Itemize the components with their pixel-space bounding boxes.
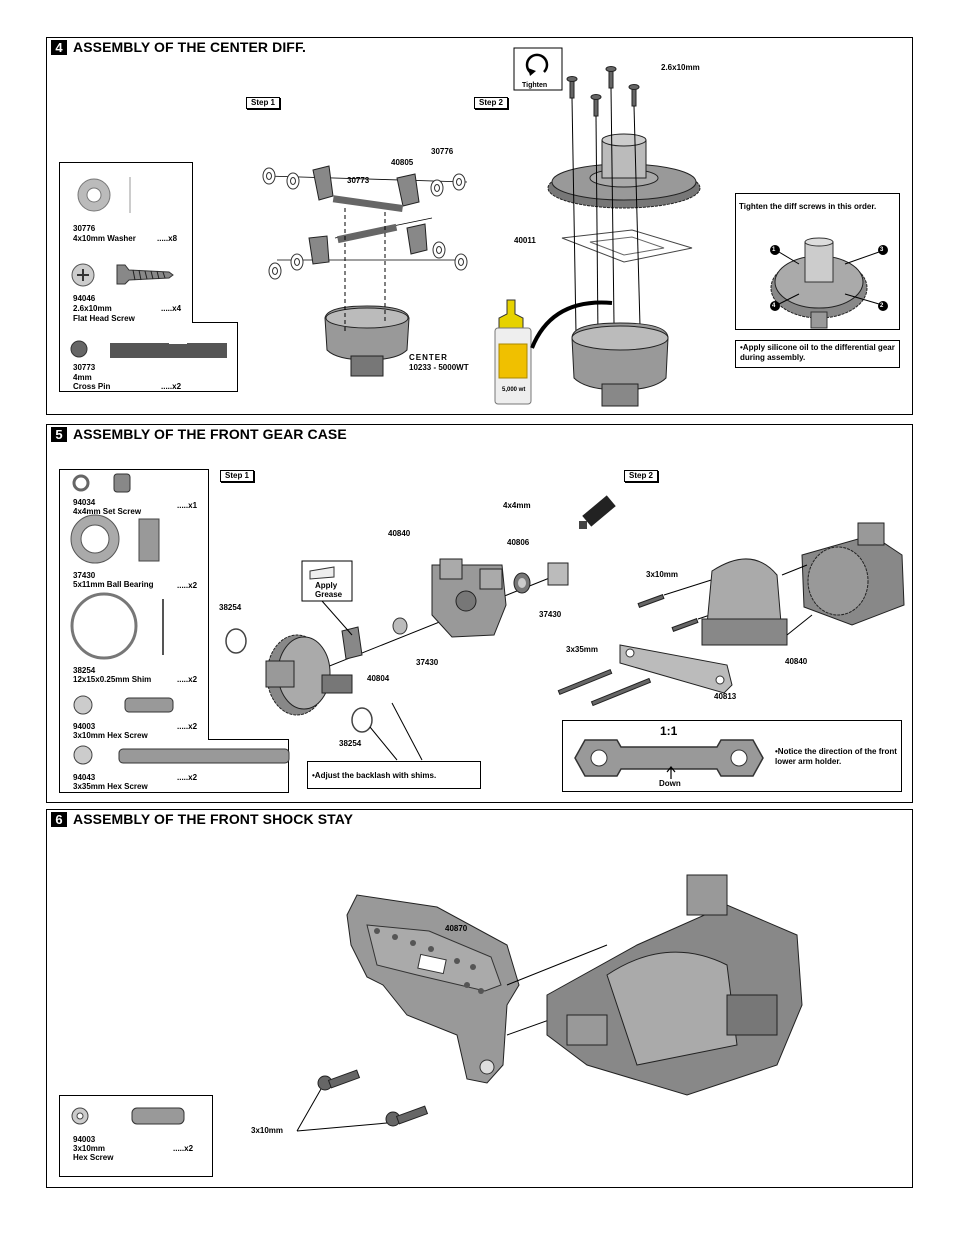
section-title: ASSEMBLY OF THE FRONT GEAR CASE bbox=[73, 426, 347, 442]
oil-note: •Apply silicone oil to the differential … bbox=[740, 343, 895, 362]
tighten-order-note: Tighten the diff screws in this order. bbox=[739, 202, 877, 211]
part-name-pin-2: Cross Pin bbox=[73, 382, 111, 391]
label-37430: 37430 bbox=[416, 658, 439, 667]
direction-note: •Notice the direction of the front lower… bbox=[775, 747, 897, 766]
label-40813: 40813 bbox=[714, 692, 737, 701]
part-code-94003: 94003 bbox=[73, 1135, 96, 1144]
part-code-37430: 37430 bbox=[73, 571, 96, 580]
part-qty: .....x8 bbox=[157, 234, 178, 243]
part-qty: .....x2 bbox=[177, 722, 198, 731]
scale-label: 1:1 bbox=[660, 724, 678, 738]
part-name-size: 3x10mm bbox=[73, 1144, 106, 1153]
part-code-38254: 38254 bbox=[73, 666, 96, 675]
part-name-screw: 2.6x10mm bbox=[73, 304, 112, 313]
label-38254: 38254 bbox=[339, 739, 362, 748]
label-center: CENTER bbox=[409, 353, 448, 362]
arm-holder-profile bbox=[574, 739, 764, 777]
label-30776: 30776 bbox=[431, 147, 454, 156]
label-40804: 40804 bbox=[367, 674, 390, 683]
part-code-30776: 30776 bbox=[73, 224, 96, 233]
part-name-long-screw: 3x35mm Hex Screw bbox=[73, 782, 148, 791]
diff-exploded-illustration bbox=[262, 165, 468, 377]
part-qty: .....x2 bbox=[177, 675, 198, 684]
label-40011: 40011 bbox=[514, 236, 536, 245]
section-front-gear-case: 5 ASSEMBLY OF THE FRONT GEAR CASE Step 1… bbox=[46, 424, 913, 803]
part-qty: .....x2 bbox=[161, 382, 182, 391]
label-3x10mm: 3x10mm bbox=[251, 1126, 284, 1135]
part-name-shim: 12x15x0.25mm Shim bbox=[73, 675, 152, 684]
part-code-30773: 30773 bbox=[73, 363, 96, 372]
label-40806: 40806 bbox=[507, 538, 530, 547]
tighten-label: Tighten bbox=[522, 82, 548, 89]
part-qty: .....x2 bbox=[173, 1144, 194, 1153]
backlash-note: •Adjust the backlash with shims. bbox=[312, 771, 437, 780]
part-code-94046: 94046 bbox=[73, 294, 96, 303]
section-title: ASSEMBLY OF THE FRONT SHOCK STAY bbox=[73, 811, 354, 827]
parts-box-outline bbox=[59, 469, 290, 793]
spur-gear-assembly bbox=[513, 47, 701, 407]
section-center-diff: 4 ASSEMBLY OF THE CENTER DIFF. Step 1 St… bbox=[46, 37, 913, 415]
gear-case-assembly-illustration bbox=[557, 522, 905, 707]
part-name-bearing: 5x11mm Ball Bearing bbox=[73, 580, 154, 589]
shock-stay-illustration bbox=[296, 874, 803, 1132]
part-name-set-screw: 4x4mm Set Screw bbox=[73, 507, 142, 516]
hex-screw-icon bbox=[71, 1107, 185, 1125]
down-arrow-icon bbox=[666, 766, 676, 779]
section-title: ASSEMBLY OF THE CENTER DIFF. bbox=[73, 39, 307, 55]
step-2-label: Step 2 bbox=[624, 470, 659, 482]
parts-box: 94003 3x10mm Hex Screw .....x2 bbox=[59, 1095, 213, 1177]
part-code-94034: 94034 bbox=[73, 498, 96, 507]
apply-label: Apply bbox=[315, 581, 338, 590]
backlash-note-box: •Adjust the backlash with shims. bbox=[307, 761, 481, 789]
label-40805: 40805 bbox=[391, 158, 414, 167]
part-qty: .....x4 bbox=[161, 304, 182, 313]
section-number: 5 bbox=[51, 427, 67, 442]
label-set-screw: 4x4mm bbox=[503, 501, 531, 510]
bottle-label: 5,000 wt bbox=[502, 387, 526, 393]
label-40840: 40840 bbox=[785, 657, 808, 666]
gear-case-exploded-illustration bbox=[225, 495, 616, 761]
label-40840: 40840 bbox=[388, 529, 411, 538]
tighten-order-gear bbox=[770, 237, 888, 329]
grease-label: Grease bbox=[315, 590, 343, 599]
label-30773: 30773 bbox=[347, 176, 370, 185]
part-name-hex-screw: Hex Screw bbox=[73, 1153, 114, 1162]
oil-bottle bbox=[494, 299, 532, 405]
down-label: Down bbox=[659, 779, 681, 788]
step-2-label: Step 2 bbox=[474, 97, 509, 109]
label-oil-weight: 10233 - 5000WT bbox=[409, 363, 469, 372]
part-qty: .....x1 bbox=[177, 501, 198, 510]
step-1-label: Step 1 bbox=[246, 97, 281, 109]
label-screw-2.6x10: 2.6x10mm bbox=[661, 63, 700, 72]
part-name-hex-screw: 3x10mm Hex Screw bbox=[73, 731, 148, 740]
parts-box-outline bbox=[59, 162, 238, 392]
label-37430: 37430 bbox=[539, 610, 562, 619]
section-front-shock-stay: 6 ASSEMBLY OF THE FRONT SHOCK STAY 40870… bbox=[46, 809, 913, 1188]
order-num-1: 1 bbox=[772, 247, 776, 253]
section-number: 6 bbox=[51, 812, 67, 827]
part-name-screw-2: Flat Head Screw bbox=[73, 314, 135, 323]
step-1-label: Step 1 bbox=[220, 470, 255, 482]
part-qty: .....x2 bbox=[177, 773, 198, 782]
part-code-94003: 94003 bbox=[73, 722, 96, 731]
section-number: 4 bbox=[51, 40, 67, 55]
part-name-washer: 4x10mm Washer bbox=[73, 234, 136, 243]
label-40870: 40870 bbox=[445, 924, 468, 933]
part-name-pin: 4mm bbox=[73, 373, 92, 382]
order-num-2: 2 bbox=[880, 303, 884, 309]
order-num-4: 4 bbox=[772, 303, 776, 309]
direction-note-box: 1:1 Down •Notice the direction of the fr… bbox=[562, 720, 902, 792]
part-qty: .....x2 bbox=[177, 581, 198, 590]
oil-note-box: •Apply silicone oil to the differential … bbox=[735, 340, 900, 368]
label-3x10mm: 3x10mm bbox=[646, 570, 679, 579]
part-code-94043: 94043 bbox=[73, 773, 96, 782]
label-3x35mm: 3x35mm bbox=[566, 645, 599, 654]
label-38254: 38254 bbox=[219, 603, 242, 612]
order-num-3: 3 bbox=[880, 247, 884, 253]
